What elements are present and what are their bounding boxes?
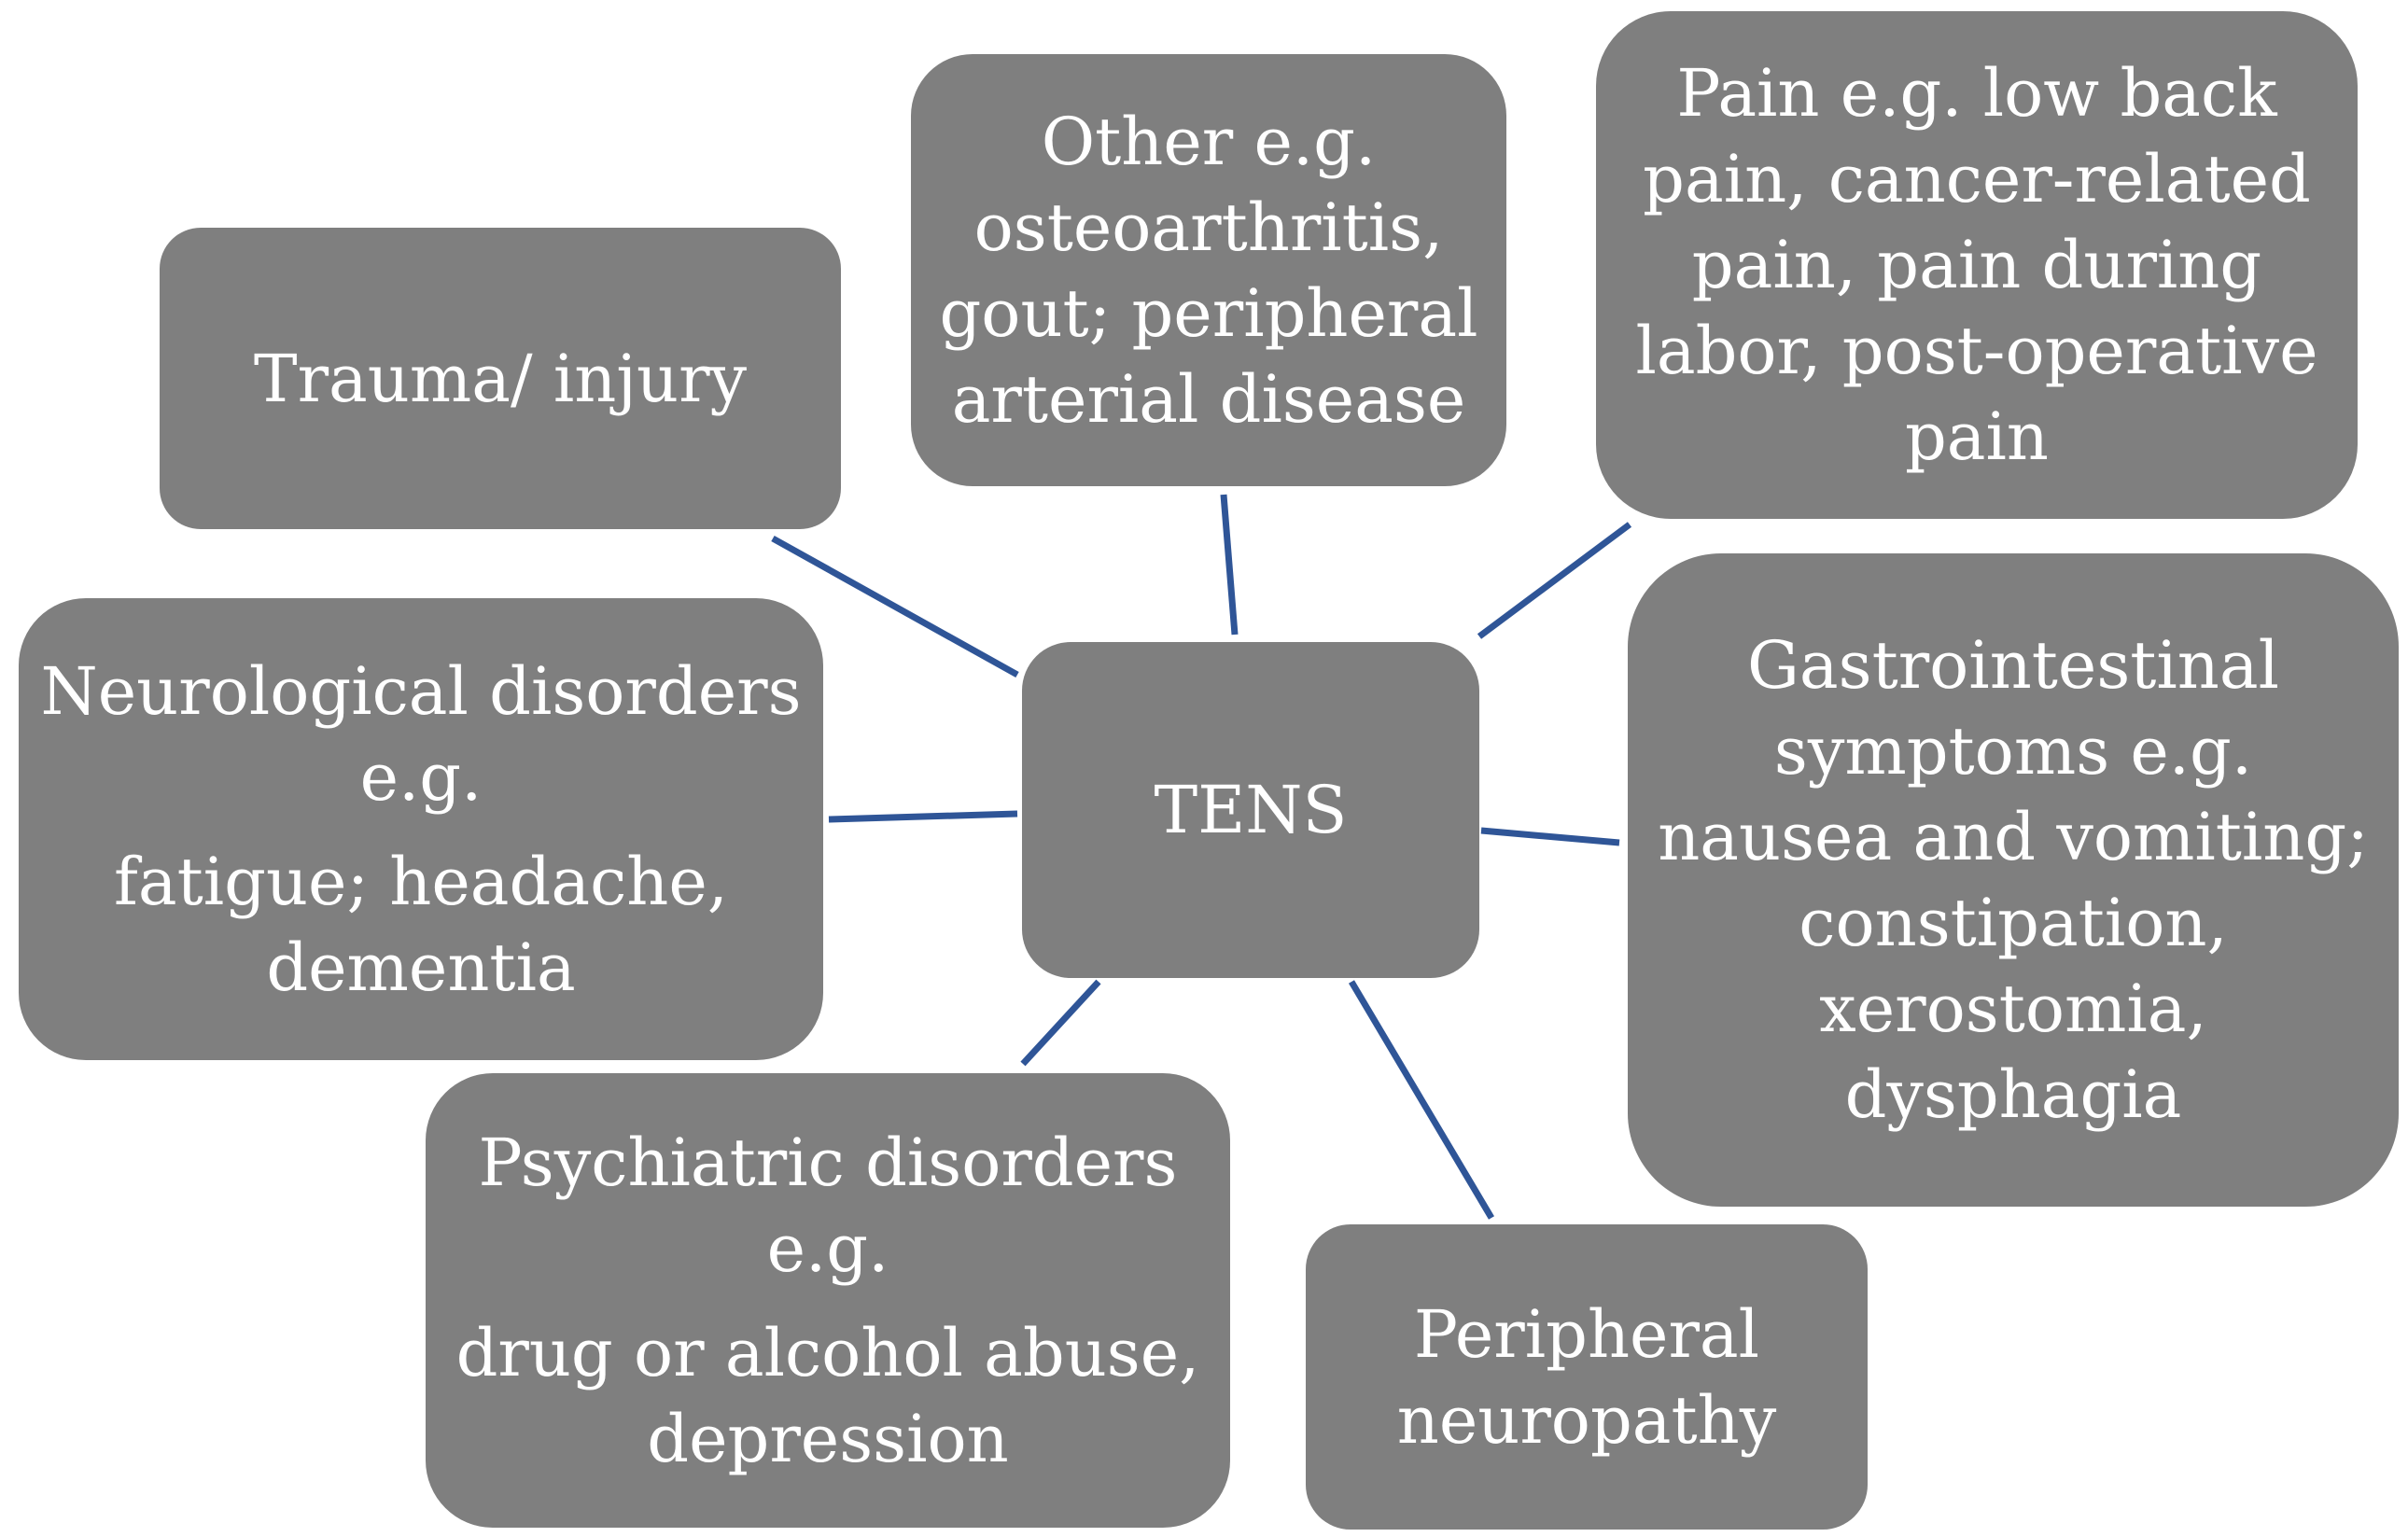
connector-pain (1477, 522, 1632, 639)
node-text: drug or alcohol abuse, (455, 1314, 1200, 1391)
node-text: neuropathy (1396, 1381, 1777, 1459)
node-text: Gastrointestinal (1747, 627, 2279, 704)
node-text: gout; peripheral (939, 274, 1478, 352)
node-other: Other e.g. osteoarthritis, gout; periphe… (911, 54, 1506, 486)
node-text: dementia (266, 929, 576, 1006)
node-neurological-disorders: Neurological disorders e.g. fatigue; hea… (19, 598, 823, 1060)
connector-gastro (1480, 827, 1620, 846)
connector-neuro (828, 810, 1018, 823)
node-text: constipation, (1799, 885, 2228, 961)
center-label: TENS (1154, 772, 1348, 848)
node-text: arterial disease (951, 360, 1466, 438)
node-text: xerostomia, (1819, 971, 2207, 1047)
node-text: Trauma/ injury (253, 340, 748, 417)
node-text: dysphagia (1844, 1056, 2182, 1133)
node-psychiatric-disorders: Psychiatric disorders e.g. drug or alcoh… (426, 1073, 1230, 1528)
node-text: depression (647, 1400, 1009, 1477)
node-text: nausea and vomiting; (1658, 799, 2369, 875)
node-text: fatigue; headache, (113, 843, 729, 920)
node-text: pain (1904, 398, 2049, 475)
node-text: symptoms e.g. (1773, 713, 2253, 789)
node-text: pain, pain during (1691, 227, 2262, 303)
node-text: Peripheral (1413, 1295, 1760, 1373)
node-text: Other e.g. (1041, 103, 1377, 180)
node-text: Pain e.g. low back (1676, 55, 2277, 132)
connector-trauma (771, 535, 1019, 678)
node-text: Neurological disorders (40, 652, 802, 730)
node-text: pain, cancer-related (1643, 141, 2311, 217)
node-peripheral-neuropathy: Peripheral neuropathy (1306, 1224, 1868, 1530)
node-text: Psychiatric disorders (478, 1124, 1178, 1201)
node-text: e.g. (766, 1209, 889, 1287)
node-text: labor, post-operative (1635, 313, 2318, 389)
node-gastrointestinal: Gastrointestinal symptoms e.g. nausea an… (1628, 553, 2399, 1207)
node-text: e.g. (359, 738, 483, 816)
center-node-tens: TENS (1022, 642, 1479, 978)
node-trauma-injury: Trauma/ injury (160, 228, 841, 529)
node-pain: Pain e.g. low back pain, cancer-related … (1596, 11, 2358, 519)
connector-other (1220, 494, 1239, 636)
node-text: osteoarthritis, (973, 189, 1444, 266)
connector-periph (1348, 980, 1495, 1220)
connector-psych (1020, 979, 1101, 1067)
